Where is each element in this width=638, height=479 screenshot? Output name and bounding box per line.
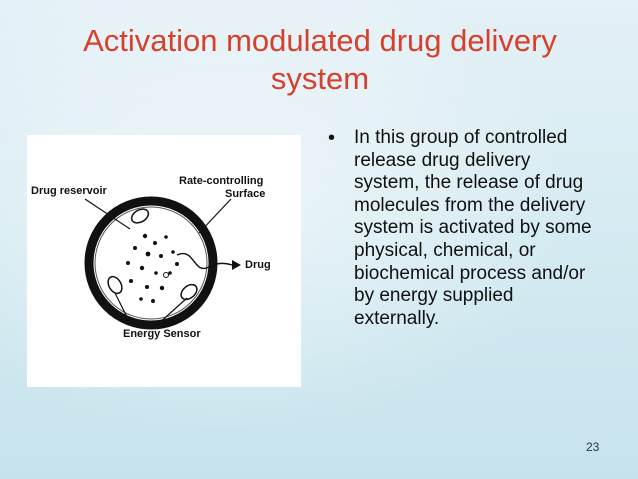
drug-particle <box>151 299 155 303</box>
release-arrow-path <box>176 252 233 270</box>
drug-particle <box>139 265 145 271</box>
drug-particle <box>139 297 143 301</box>
drug-particle <box>126 261 130 265</box>
leader-line-energy-sensor-left <box>114 292 132 326</box>
drug-particle <box>154 271 158 275</box>
membrane-pore-left <box>107 275 123 295</box>
leader-line-energy-sensor-right <box>156 297 188 326</box>
membrane-outer-ring <box>84 196 218 330</box>
page-number: 23 <box>586 440 600 454</box>
bullet-dot-icon: • <box>328 127 336 149</box>
drug-particle <box>133 246 137 250</box>
label-drug: Drug <box>245 259 271 271</box>
label-surface: Surface <box>225 188 266 200</box>
label-rate-controlling: Rate-controlling <box>179 175 264 187</box>
slide-title-line-1: Activation modulated drug delivery <box>83 23 557 58</box>
release-arrow-head <box>232 260 241 270</box>
drug-particle-open <box>163 272 169 278</box>
bullet-item: • In this group of controlled release dr… <box>328 127 618 330</box>
label-drug-reservoir: Drug reservoir <box>31 185 107 197</box>
membrane-pore-top <box>130 208 150 224</box>
membrane-pore-right <box>180 283 198 301</box>
drug-particle <box>145 285 149 289</box>
leader-line-drug-reservoir <box>84 198 131 230</box>
drug-particle <box>159 285 165 291</box>
drug-particle <box>168 271 172 275</box>
drug-particle <box>129 279 133 283</box>
leader-line-rate-controlling <box>198 198 232 234</box>
bullet-list: • In this group of controlled release dr… <box>328 127 618 330</box>
slide-title-line-2: system <box>270 61 370 96</box>
device-diagram: Drug reservoir Rate-controlling Surface … <box>27 135 301 387</box>
slide-title: Activation modulated drug delivery syste… <box>20 22 620 98</box>
drug-particle <box>175 262 179 266</box>
drug-particle <box>142 233 148 239</box>
device-diagram-drawing <box>84 196 241 330</box>
drug-particles <box>126 233 179 303</box>
drug-particle <box>153 241 157 245</box>
drug-particle <box>159 254 163 258</box>
bullet-text: In this group of controlled release drug… <box>354 127 592 329</box>
drug-particle <box>164 235 168 239</box>
drug-particle <box>171 250 175 254</box>
label-energy-sensor: Energy Sensor <box>123 328 201 340</box>
drug-particle <box>145 251 151 257</box>
membrane-inner-line <box>94 206 208 320</box>
